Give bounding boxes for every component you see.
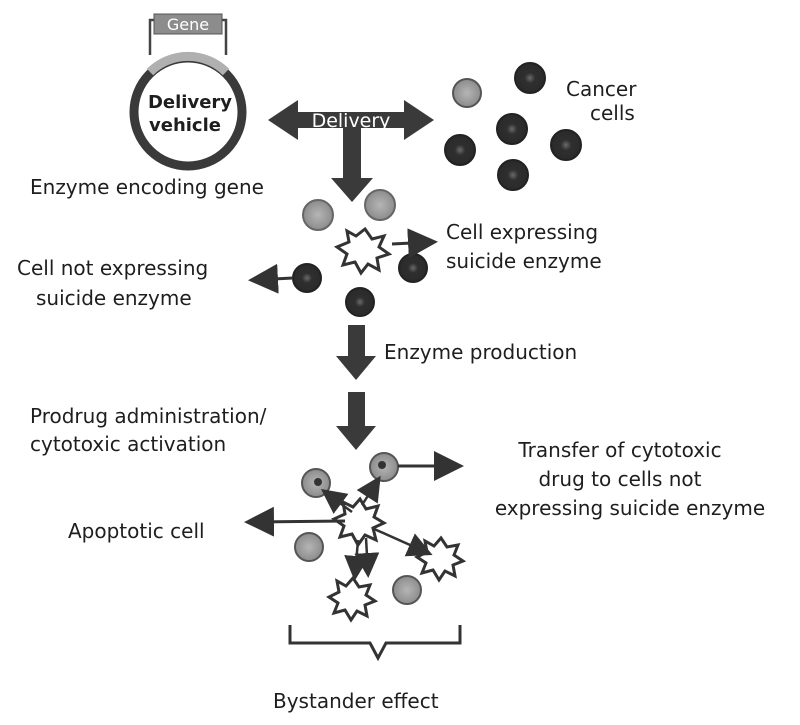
- bystander-group: [244, 451, 467, 662]
- apoptotic-cell-burst: [326, 575, 379, 623]
- delivery-vehicle: Gene Delivery vehicle: [129, 13, 247, 171]
- enzyme-production-label: Enzyme production: [384, 340, 578, 364]
- cell-not-expressing-label-line1: Cell not expressing: [17, 256, 209, 280]
- cell-light: [392, 575, 422, 605]
- cancer-cell: [514, 62, 546, 94]
- cancer-cell: [550, 129, 582, 161]
- cancer-cell: [496, 113, 528, 145]
- gene-box: [153, 13, 223, 35]
- transfer-label-line2: drug to cells not: [538, 467, 702, 491]
- cancer-cell: [444, 134, 476, 166]
- down-arrow-2: [336, 325, 376, 380]
- vehicle-label-line1: Delivery: [148, 92, 232, 113]
- cell-nucleus: [378, 461, 386, 469]
- pointer-arrow-not-expressing: [248, 263, 294, 294]
- activated-cell-burst: [333, 226, 393, 276]
- down-arrow-1: [331, 128, 373, 202]
- cancer-cells-label-line2: cells: [590, 101, 635, 125]
- enzyme-gene-label: Enzyme encoding gene: [30, 175, 264, 199]
- cell-light: [294, 532, 324, 562]
- cell-not-expressing-label-line2: suicide enzyme: [36, 286, 192, 310]
- bystander-bracket: [288, 625, 462, 662]
- pointer-arrow-apoptotic: [244, 506, 346, 537]
- vehicle-label-line2: vehicle: [149, 115, 221, 136]
- transduced-cells: [292, 189, 428, 317]
- cancer-cell: [497, 159, 529, 191]
- spread-arrow: [320, 489, 353, 514]
- cancer-cells-label-line1: Cancer: [566, 77, 637, 101]
- cell-expressing-label-line2: suicide enzyme: [446, 249, 602, 273]
- pointer-arrow-expressing: [391, 228, 438, 259]
- cell-dark: [292, 263, 322, 293]
- cell-expressing-label-line1: Cell expressing: [446, 220, 599, 244]
- cell-light: [302, 199, 334, 231]
- apoptotic-cell-burst: [414, 535, 467, 583]
- cell-light: [364, 189, 396, 221]
- delivery-arrow-label: Delivery: [312, 110, 391, 132]
- apoptotic-cell-label: Apoptotic cell: [68, 519, 205, 543]
- cell-dark: [398, 253, 428, 283]
- spread-arrow: [354, 537, 380, 578]
- spread-arrow: [371, 526, 433, 557]
- delivery-arrow: Delivery: [268, 100, 434, 140]
- cell-nucleus: [314, 478, 322, 486]
- spread-arrow: [344, 539, 370, 581]
- spread-arrow: [356, 475, 381, 506]
- transfer-label-line1: Transfer of cytotoxic: [518, 438, 722, 462]
- prodrug-label-line1: Prodrug administration/: [30, 404, 267, 428]
- prodrug-label-line2: cytotoxic activation: [30, 432, 227, 456]
- down-arrow-3: [336, 392, 376, 450]
- transfer-label-line3: expressing suicide enzyme: [494, 496, 766, 520]
- cancer-cells-cluster: [444, 62, 582, 191]
- bystander-effect-label: Bystander effect: [273, 689, 439, 713]
- gene-insert-arc: [146, 51, 230, 76]
- cell-dark: [345, 287, 375, 317]
- gene-label: Gene: [167, 15, 209, 34]
- cancer-cell: [452, 78, 482, 108]
